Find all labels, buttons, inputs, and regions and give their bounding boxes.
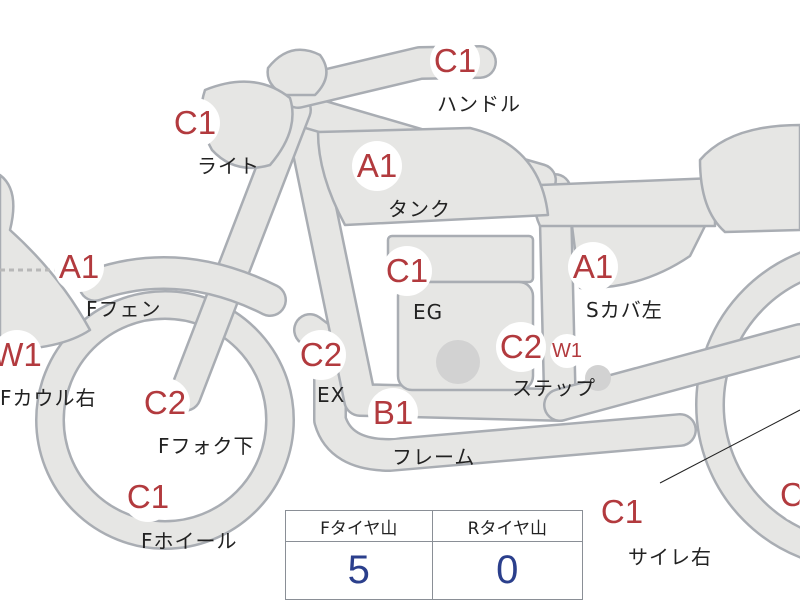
step-label: ステップ <box>512 376 596 400</box>
tank-grade: A1 <box>352 141 402 191</box>
engine-label: EG <box>413 300 444 324</box>
r-tire-value: 0 <box>431 541 584 600</box>
s-cover-left-grade: A1 <box>568 242 618 292</box>
f-fork-lower-label: Fフォク下 <box>158 434 255 458</box>
f-cowl-right-grade: W1 <box>0 330 42 380</box>
f-fender-label: Fフェン <box>86 297 162 321</box>
exhaust-pipe <box>293 313 697 472</box>
light-label: ライト <box>197 154 260 178</box>
tire-tread-table: Fタイヤ山 Rタイヤ山 5 0 <box>285 509 584 600</box>
frame-grade: B1 <box>368 388 418 438</box>
handle-grade: C1 <box>430 36 480 86</box>
f-tire-header: Fタイヤ山 <box>285 509 433 543</box>
step-grade: C2 <box>496 322 546 372</box>
front-wheel <box>35 290 295 550</box>
f-wheel-label: Fホイール <box>141 529 238 553</box>
seat <box>533 176 717 228</box>
rear-wheel <box>695 251 800 559</box>
r-wheel-grade: C <box>780 470 800 520</box>
exhaust-grade: C2 <box>296 330 346 380</box>
f-cowl-right-label: Fカウル右 <box>0 386 97 410</box>
rear-fender <box>698 123 800 234</box>
exhaust-label: EX <box>317 383 346 407</box>
silencer-right-label: サイレ右 <box>628 545 712 569</box>
tank-label: タンク <box>388 197 451 221</box>
front-fender-shape <box>78 256 287 317</box>
handle-label: ハンドル <box>437 92 521 116</box>
silencer-leader-line <box>659 409 800 484</box>
r-tire-header: Rタイヤ山 <box>431 509 584 543</box>
f-wheel-grade: C1 <box>123 472 173 522</box>
silencer-right-grade: C1 <box>597 487 647 537</box>
handle-top <box>266 48 328 97</box>
front-cowl <box>0 173 92 352</box>
f-tire-value: 5 <box>285 541 433 600</box>
light-grade: C1 <box>170 98 220 148</box>
step-grade-secondary: W1 <box>550 334 584 368</box>
f-fork-lower-grade: C2 <box>140 378 190 428</box>
engine-grade: C1 <box>382 246 432 296</box>
s-cover-left-label: Sカバ左 <box>586 298 663 322</box>
f-fender-grade: A1 <box>54 242 104 292</box>
frame-label: フレーム <box>392 445 476 469</box>
